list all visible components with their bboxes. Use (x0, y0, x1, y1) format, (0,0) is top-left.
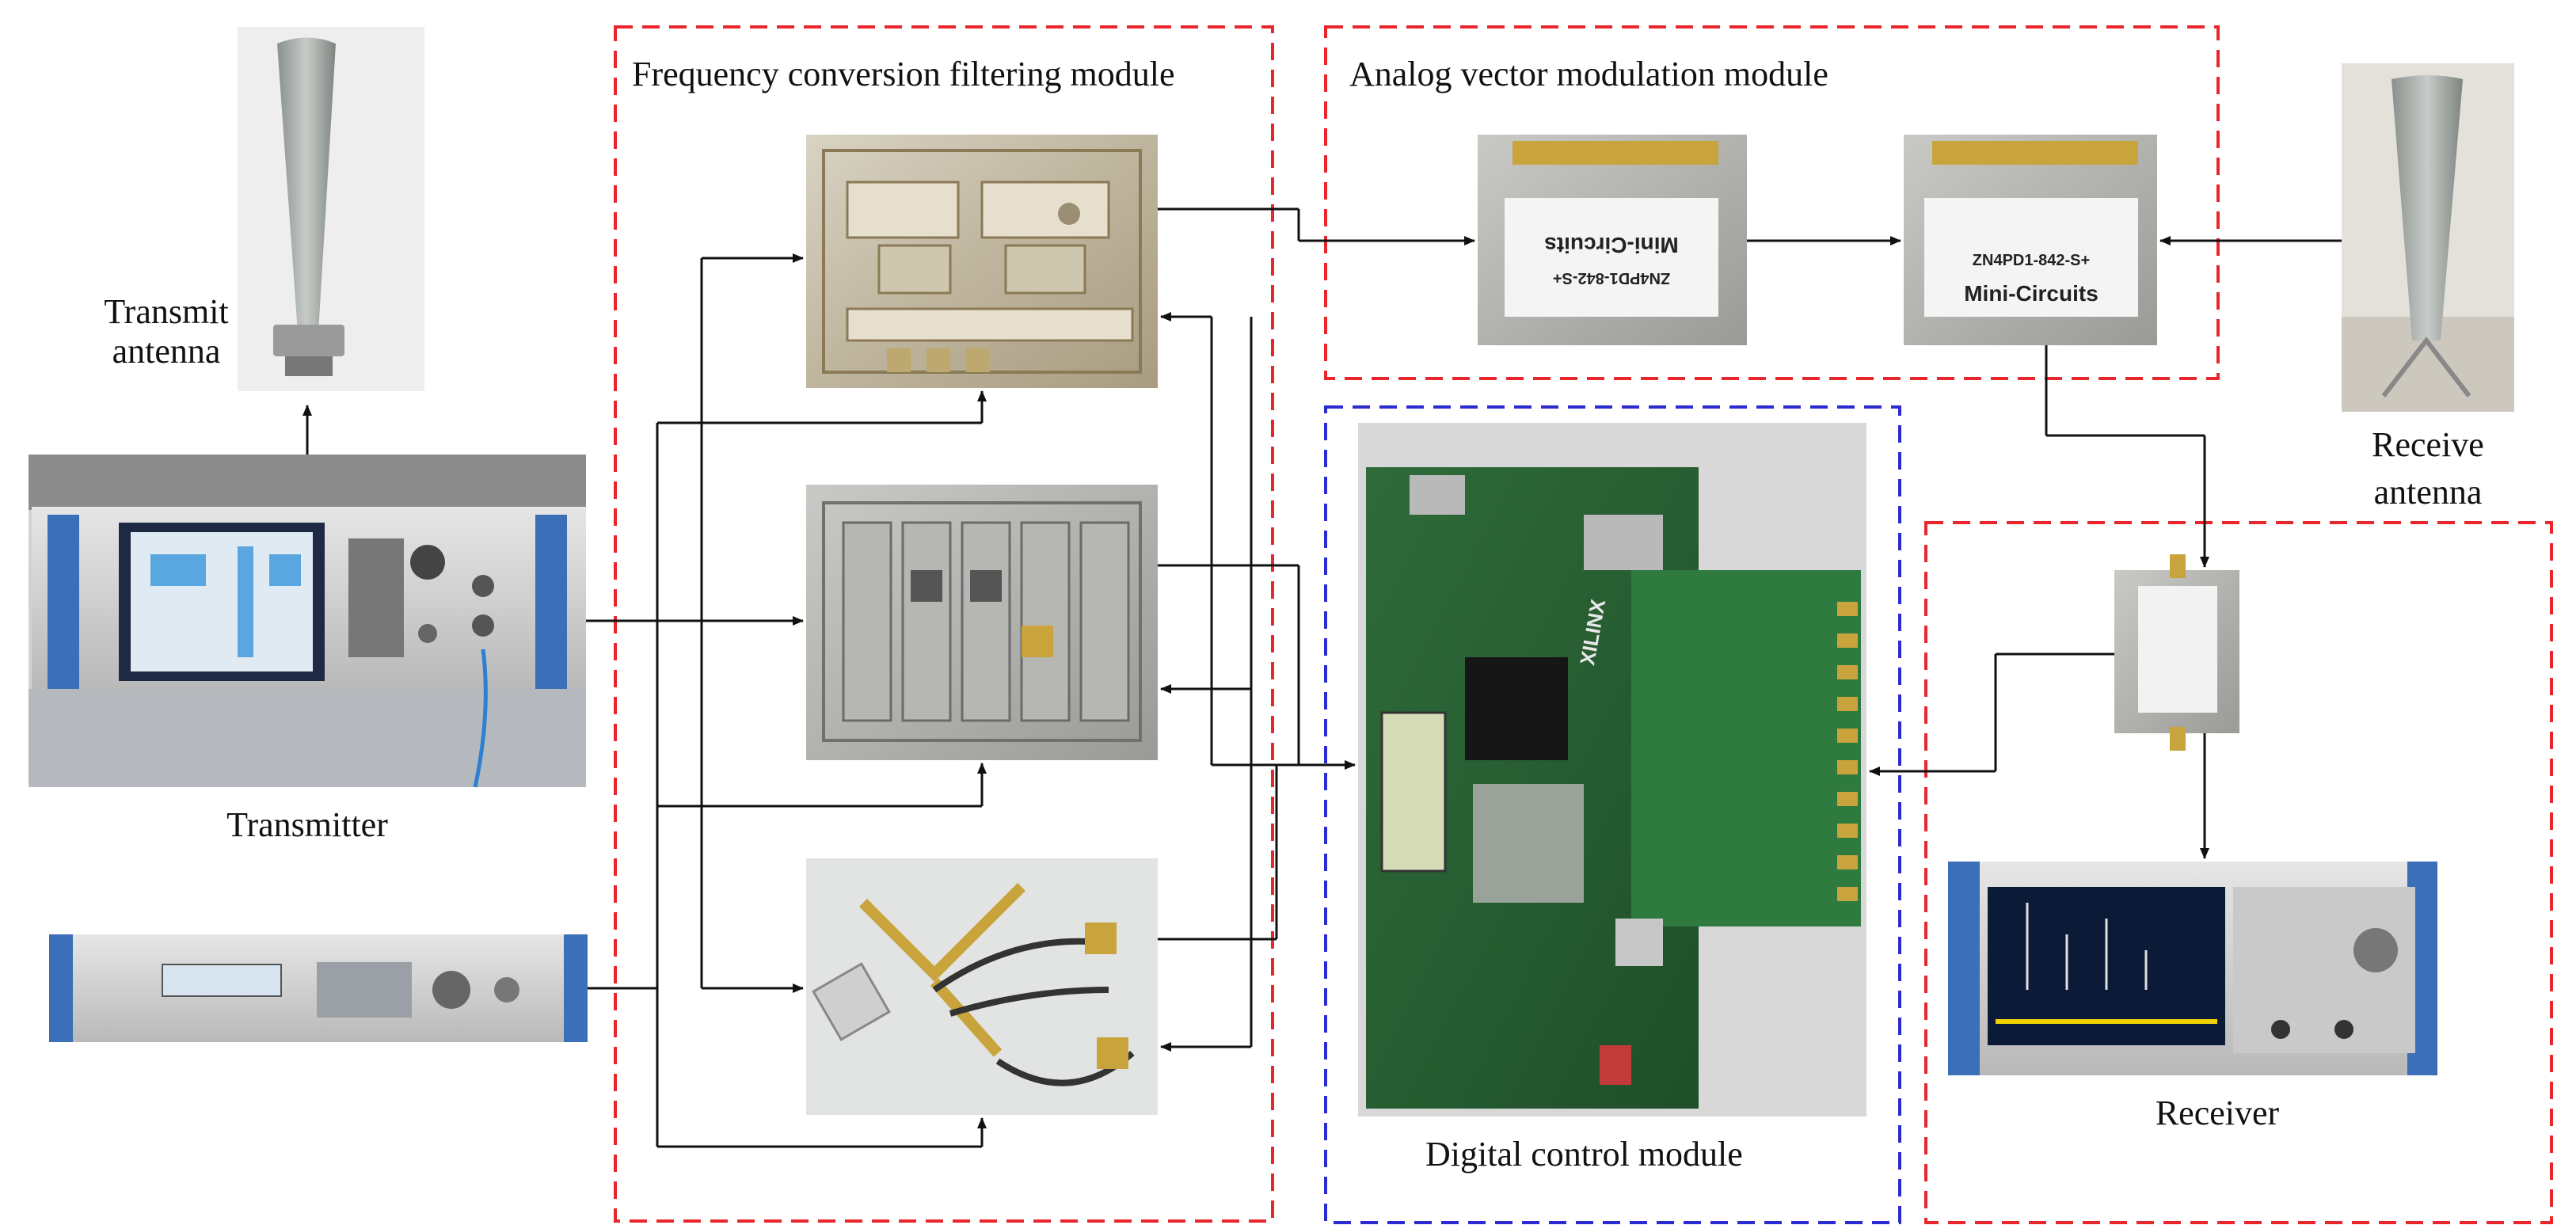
transmitter-label: Transmitter (226, 805, 388, 844)
analog-vector-module-title: Analog vector modulation module (1349, 55, 1828, 93)
receive-antenna-label-line2: antenna (2373, 473, 2483, 512)
fpga-board-photo (1358, 423, 1866, 1117)
freq-filter-photo-3 (806, 858, 1158, 1115)
transmit-antenna-photo (238, 27, 424, 391)
receive-antenna-photo (2342, 63, 2514, 412)
receiver-photo (1948, 862, 2437, 1075)
vector-modulator-photo-1 (1478, 135, 1747, 345)
freq-filter-module-title: Frequency conversion filtering module (632, 55, 1175, 93)
analog-vector-module-box (1324, 25, 2220, 380)
vm2-brand-text: Mini-Circuits (1964, 281, 2098, 306)
receive-antenna-label-line1: Receive (2372, 425, 2484, 464)
vm2-model-text: ZN4PD1-842-S+ (1973, 252, 2090, 269)
vector-modulator-photo-2 (1904, 135, 2157, 345)
vm1-model-text: ZN4PD1-842-S+ (1553, 269, 1670, 287)
receiver-module-box (1924, 521, 2553, 1224)
transmit-antenna-label-line2: antenna (112, 332, 221, 371)
connections (302, 207, 2342, 1148)
transmit-antenna-label-line1: Transmit (104, 292, 229, 331)
freq-filter-photo-2 (806, 485, 1158, 760)
freq-filter-photo-1 (806, 135, 1158, 388)
transmitter-photo (29, 455, 586, 788)
coupler-photo (2114, 554, 2239, 751)
digital-control-module-title: Digital control module (1425, 1135, 1743, 1174)
receiver-label: Receiver (2155, 1094, 2280, 1132)
digital-control-module-box (1324, 405, 1901, 1224)
vm1-brand-text: Mini-Circuits (1544, 233, 1679, 257)
signal-generator-photo (49, 934, 588, 1042)
freq-filter-module-box (614, 25, 1274, 1223)
